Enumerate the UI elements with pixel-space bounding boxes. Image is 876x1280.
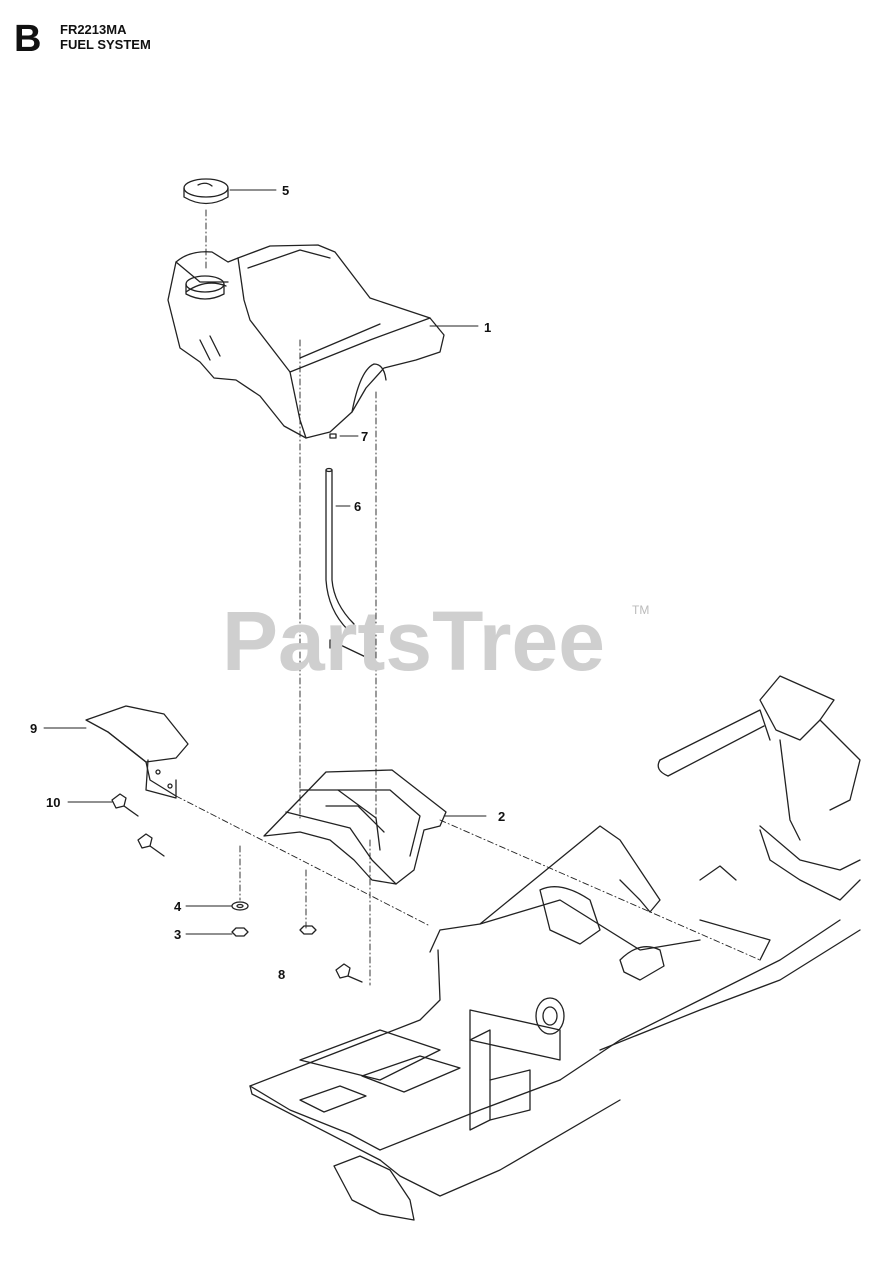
fuel-tank-drawing — [167, 244, 445, 439]
leader-lines — [43, 189, 487, 935]
bolts-drawing — [111, 793, 363, 983]
callout-6: 6 — [354, 499, 361, 514]
hose-fitting-drawing — [329, 433, 337, 439]
callout-2: 2 — [498, 809, 505, 824]
reference-lines — [175, 209, 761, 986]
callout-3: 3 — [174, 927, 181, 942]
callout-10: 10 — [46, 795, 60, 810]
callout-5: 5 — [282, 183, 289, 198]
heat-shield-drawing — [85, 705, 189, 799]
callout-4: 4 — [174, 899, 182, 914]
chassis-frame-drawing — [249, 675, 861, 1221]
watermark-trademark: TM — [632, 603, 649, 617]
nut-washer-drawing — [231, 901, 317, 937]
section-title: FUEL SYSTEM — [60, 37, 151, 52]
fuel-cap-drawing — [183, 178, 229, 205]
model-number: FR2213MA — [60, 22, 127, 37]
section-letter: B — [14, 18, 42, 60]
callout-7: 7 — [361, 429, 368, 444]
header-block: FR2213MA FUEL SYSTEM — [60, 22, 151, 52]
fuel-hose-drawing — [325, 467, 373, 661]
callout-8: 8 — [278, 967, 285, 982]
watermark-text: PartsTree — [222, 594, 605, 688]
callout-1: 1 — [484, 320, 491, 335]
tank-bracket-drawing — [263, 769, 447, 885]
callout-9: 9 — [30, 721, 37, 736]
